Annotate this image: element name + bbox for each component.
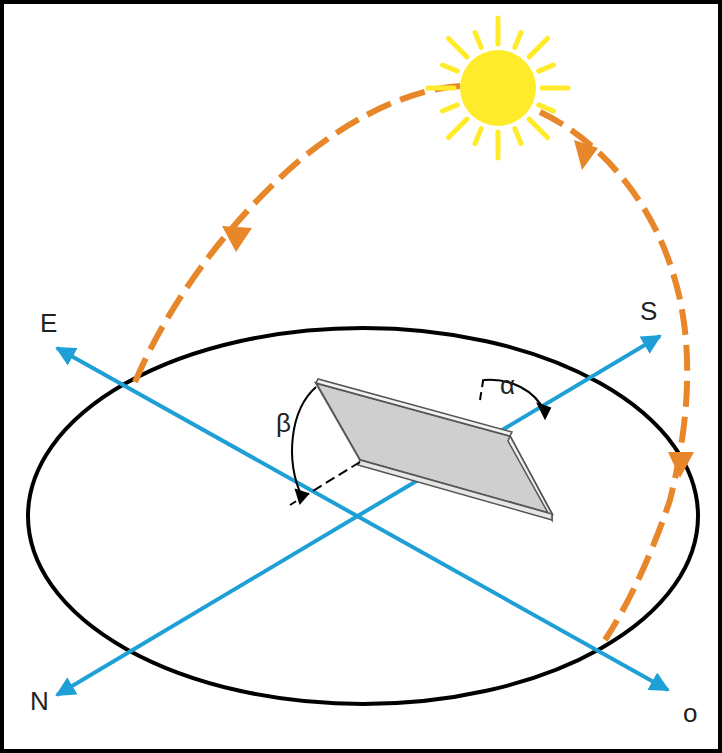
sun <box>428 18 568 158</box>
sun-ray <box>515 129 521 144</box>
sun-ray <box>475 129 481 144</box>
solar-panel <box>316 379 552 520</box>
sun-ray <box>496 18 501 44</box>
sun-ray <box>539 65 554 71</box>
north-south-axis <box>57 336 660 695</box>
sun-ray <box>443 105 458 111</box>
path-arrow <box>222 226 252 252</box>
path-arrow <box>574 140 598 170</box>
sun-ray <box>515 33 521 48</box>
direction-label: o <box>683 700 697 726</box>
sun-path <box>540 112 687 640</box>
angle-label: α <box>500 372 515 398</box>
horizon-ellipse <box>28 328 698 704</box>
path-arrow <box>668 452 694 478</box>
sun-ray <box>449 39 467 57</box>
sun-ray <box>443 65 458 71</box>
sun-ray <box>529 39 547 57</box>
sun-path <box>135 86 460 382</box>
sun-ray <box>449 119 467 137</box>
sun-ray <box>428 86 454 91</box>
angle-label: β <box>276 410 291 436</box>
sun-ray <box>475 33 481 48</box>
direction-label: E <box>40 310 57 336</box>
sun-ray <box>496 132 501 158</box>
sun-ray <box>542 86 568 91</box>
sun-ray <box>529 119 547 137</box>
direction-label: N <box>30 688 49 714</box>
direction-label: S <box>640 298 657 324</box>
sun-ray <box>539 105 554 111</box>
